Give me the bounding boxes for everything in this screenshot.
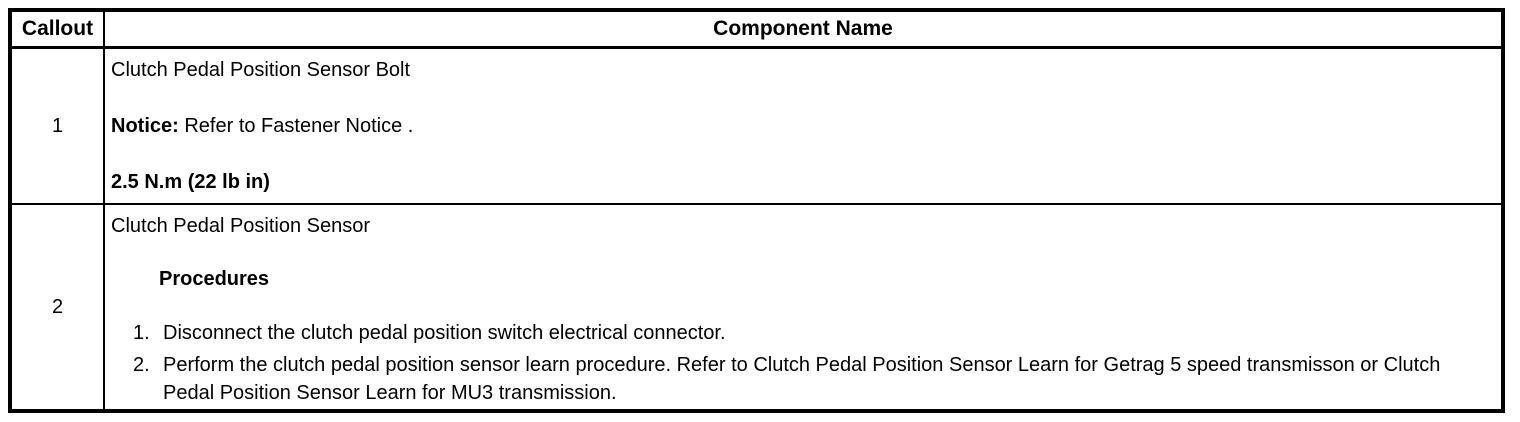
row2-callout-number: 2 — [51, 295, 64, 318]
callout-component-table: Callout Component Name 1 Clutch Pedal Po… — [8, 8, 1505, 413]
header-cell-callout: Callout — [12, 12, 105, 49]
row1-notice-line: Notice: Refer to Fastener Notice . — [111, 113, 1491, 140]
notice-text: Refer to Fastener Notice . — [178, 115, 414, 137]
step1-number: 1. — [133, 322, 150, 344]
row1-component-title: Clutch Pedal Position Sensor Bolt — [111, 59, 411, 81]
row1-component-cell: Clutch Pedal Position Sensor Bolt Notice… — [105, 49, 1501, 205]
step2-text: Perform the clutch pedal position sensor… — [163, 354, 1441, 404]
row1-torque-spec: 2.5 N.m (22 lb in) — [111, 171, 270, 193]
step1-text: Disconnect the clutch pedal position swi… — [163, 322, 726, 344]
callout-header-label: Callout — [21, 17, 94, 40]
row1-callout-cell: 1 — [12, 49, 105, 205]
procedures-step-list: 1. Disconnect the clutch pedal position … — [111, 319, 1491, 407]
procedure-step-1: 1. Disconnect the clutch pedal position … — [133, 319, 1491, 347]
component-name-header-label: Component Name — [713, 17, 893, 40]
row2-callout-cell: 2 — [12, 205, 105, 409]
procedures-heading: Procedures — [159, 268, 270, 290]
notice-label: Notice: — [111, 115, 179, 137]
step2-number: 2. — [133, 354, 150, 376]
header-cell-component-name: Component Name — [105, 12, 1501, 49]
procedure-step-2: 2. Perform the clutch pedal position sen… — [133, 351, 1491, 407]
row2-component-title: Clutch Pedal Position Sensor — [111, 215, 371, 237]
row1-callout-number: 1 — [51, 114, 64, 137]
row2-component-cell: Clutch Pedal Position Sensor Procedures … — [105, 205, 1501, 409]
